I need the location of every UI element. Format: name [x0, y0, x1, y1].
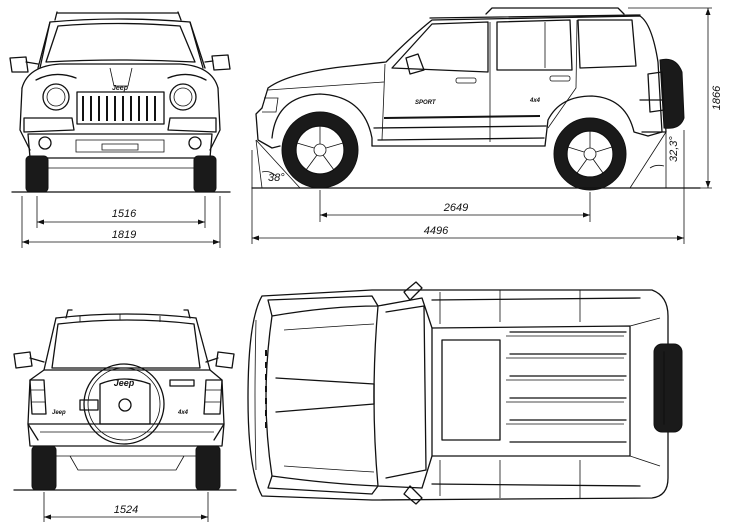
overall-width-dimension: 1819	[112, 229, 136, 241]
rear-track-dimension: 1524	[114, 504, 138, 516]
side-view: SPORT 4x4 38° 32,3° 1866 2649 4496	[251, 7, 723, 244]
rear-4x4-badge: 4x4	[177, 410, 189, 416]
spare-cover-badge: Jeep	[114, 378, 135, 388]
approach-angle: 38°	[268, 172, 285, 184]
overall-height-dimension: 1866	[711, 85, 723, 110]
side-4x4-badge: 4x4	[529, 98, 541, 104]
overall-length-dimension: 4496	[424, 225, 449, 237]
front-grille-badge: Jeep	[112, 85, 129, 92]
wheelbase-dimension: 2649	[443, 202, 468, 214]
rear-view: Jeep Jeep 4x4 1524	[13, 309, 237, 522]
front-view: Jeep 1516 1819	[9, 11, 231, 248]
top-view	[247, 281, 683, 505]
side-model-badge: SPORT	[415, 100, 437, 106]
departure-angle: 32,3°	[668, 136, 680, 162]
front-track-dimension: 1516	[112, 208, 137, 220]
rear-jeep-badge: Jeep	[52, 410, 66, 416]
